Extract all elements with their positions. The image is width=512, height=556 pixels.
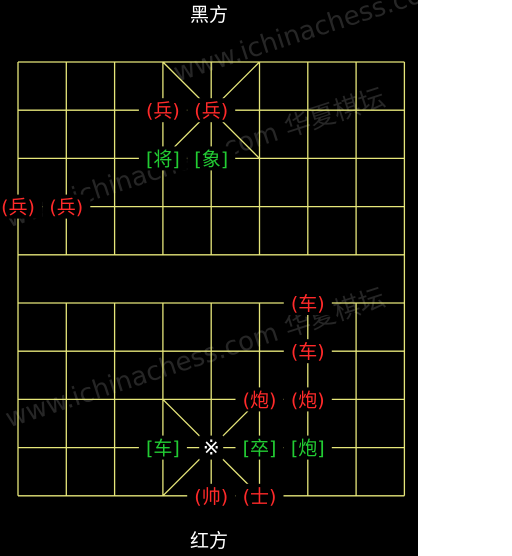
piece-backing: [0, 194, 42, 219]
piece-backing: [235, 435, 284, 460]
xiangqi-board[interactable]: (兵) (兵) [将] [象] (兵) (兵) (车) (车) (炮) (炮) [车] [卒] [炮] (…: [0, 0, 418, 556]
black-piece: [卒]: [243, 438, 277, 460]
red-piece: (炮): [243, 389, 277, 411]
red-side-label: 红方: [189, 530, 228, 552]
black-piece: [将]: [146, 148, 180, 170]
red-piece: (士): [243, 486, 277, 508]
black-piece: [炮]: [291, 438, 325, 460]
piece-backing: [283, 291, 332, 315]
red-piece: (兵): [49, 197, 83, 219]
piece-backing: [42, 194, 91, 219]
red-piece: (车): [291, 293, 325, 315]
piece-backing: [187, 146, 236, 171]
black-piece: [车]: [146, 438, 180, 460]
red-piece: (兵): [194, 100, 228, 122]
piece-backing: [283, 339, 332, 364]
piece-backing: [138, 146, 187, 171]
piece-backing: [138, 98, 187, 123]
piece-backing: [283, 435, 332, 460]
red-piece: (兵): [1, 197, 35, 219]
red-piece: (兵): [146, 100, 180, 122]
red-piece: (车): [291, 341, 325, 363]
red-piece: (帅): [194, 486, 228, 508]
piece-backing: [235, 387, 284, 412]
game-board-area: www.ichinachess.com www.ichinachess.com …: [0, 0, 418, 556]
marker-backing: [199, 435, 224, 460]
black-piece: [象]: [194, 148, 228, 170]
piece-backing: [187, 98, 236, 123]
piece-backing: [138, 435, 187, 460]
piece-backing: [235, 483, 284, 508]
piece-backing: [187, 483, 236, 508]
piece-backing: [283, 387, 332, 412]
black-side-label: 黑方: [189, 4, 228, 26]
red-piece: (炮): [291, 389, 325, 411]
move-marker-icon: ※: [203, 436, 220, 460]
